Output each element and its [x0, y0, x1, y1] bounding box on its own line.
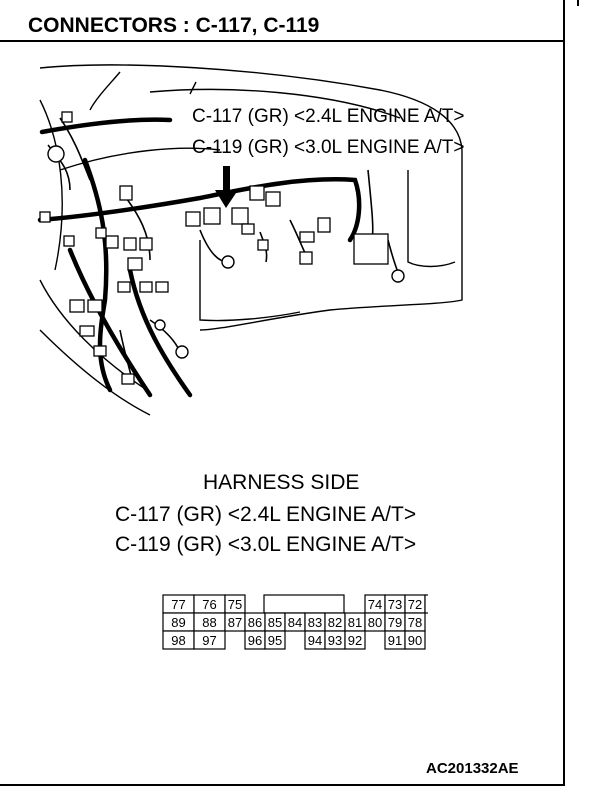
connector-block — [257, 239, 269, 251]
connector-block — [155, 281, 169, 293]
connector-block — [61, 111, 73, 123]
connector-face: 7776757473727189888786858483828180797898… — [162, 594, 428, 650]
connector-block — [119, 185, 133, 201]
connector-block — [93, 345, 107, 357]
connector-block — [127, 257, 143, 271]
harness-trunk — [82, 157, 113, 393]
page-frame — [0, 0, 565, 786]
connector-block — [117, 281, 131, 293]
pin-label: 72 — [408, 597, 422, 612]
pin-cell-92 — [344, 630, 366, 650]
pin-label: 83 — [308, 615, 322, 630]
pin-label: 81 — [348, 615, 362, 630]
pin-label: 96 — [248, 633, 262, 648]
dash-outline — [189, 81, 197, 95]
pin-label: 88 — [202, 615, 216, 630]
wire — [59, 117, 91, 181]
ground-terminal — [175, 345, 189, 359]
connector-block — [317, 217, 331, 233]
pin-label: 86 — [248, 615, 262, 630]
connector-block — [265, 191, 281, 207]
connector-block — [123, 237, 137, 251]
pin-label: 84 — [288, 615, 302, 630]
pin-label: 79 — [388, 615, 402, 630]
connector-block — [185, 211, 201, 227]
harness-trunk — [37, 177, 362, 243]
wire — [367, 169, 374, 241]
pin-label: 94 — [308, 633, 322, 648]
dash-outline — [149, 88, 401, 119]
title-band: CONNECTORS : C-117, C-119 — [0, 0, 565, 42]
ground-terminal — [391, 269, 405, 283]
pin-label: 91 — [388, 633, 402, 648]
connector-block — [63, 235, 75, 247]
pin-cell-71 — [424, 594, 428, 614]
pin-label: 77 — [171, 597, 185, 612]
edge-mark — [577, 0, 579, 6]
pin-label: 73 — [388, 597, 402, 612]
connector-block — [241, 223, 255, 235]
pin-label: 80 — [368, 615, 382, 630]
dash-outline — [199, 240, 301, 322]
connector-block — [249, 185, 265, 201]
connector-block — [79, 325, 95, 337]
figure-code: AC201332AE — [426, 760, 519, 777]
ground-terminal — [154, 319, 166, 331]
connector-block — [69, 299, 85, 313]
dash-outline — [59, 147, 221, 171]
pin-label: 97 — [202, 633, 216, 648]
pin-label: 75 — [228, 597, 242, 612]
pin-label: 89 — [171, 615, 185, 630]
connector-block — [139, 237, 153, 251]
pin-label: 93 — [328, 633, 342, 648]
connector-block — [231, 207, 249, 225]
harness-trunk — [39, 117, 173, 135]
connector-block — [105, 235, 119, 249]
callout-c117: C-117 (GR) <2.4L ENGINE A/T> — [192, 106, 465, 127]
harness-trunk — [67, 247, 153, 398]
harness-side-c119: C-119 (GR) <3.0L ENGINE A/T> — [115, 533, 417, 556]
pin-label: 78 — [408, 615, 422, 630]
dash-outline — [39, 64, 463, 331]
pin-label: 87 — [228, 615, 242, 630]
pin-label: 82 — [328, 615, 342, 630]
pin-label: 95 — [268, 633, 282, 648]
pin-cell-95 — [264, 630, 286, 650]
dash-outline — [39, 329, 151, 416]
connector-block — [87, 299, 103, 313]
harness-trunk — [127, 267, 193, 398]
page-title: CONNECTORS : C-117, C-119 — [28, 14, 320, 37]
connector-housing-key — [263, 594, 345, 614]
ground-terminal — [221, 255, 235, 269]
ground-terminal — [47, 145, 65, 163]
connector-block — [121, 373, 135, 385]
connector-block — [39, 211, 51, 223]
dash-outline — [89, 71, 121, 111]
connector-block — [95, 227, 107, 239]
callout-c119: C-119 (GR) <3.0L ENGINE A/T> — [192, 137, 465, 158]
pin-label: 90 — [408, 633, 422, 648]
pin-label: 74 — [368, 597, 382, 612]
pin-label: 98 — [171, 633, 185, 648]
harness-illustration — [37, 64, 463, 416]
pin-cell-97 — [193, 630, 226, 650]
harness-side-c117: C-117 (GR) <2.4L ENGINE A/T> — [115, 503, 417, 526]
callout-arrow — [215, 166, 238, 208]
connector-block — [299, 231, 315, 243]
pin-label: 76 — [202, 597, 216, 612]
dash-outline — [407, 170, 456, 268]
pin-label: 85 — [268, 615, 282, 630]
connector-block — [139, 281, 153, 293]
connector-block — [203, 207, 221, 225]
connector-block — [353, 233, 389, 265]
pin-label: 92 — [348, 633, 362, 648]
harness-side-heading: HARNESS SIDE — [203, 471, 360, 494]
connector-block — [299, 251, 313, 265]
dash-outline — [39, 99, 63, 271]
pin-cell-90 — [404, 630, 426, 650]
wire — [387, 239, 399, 273]
